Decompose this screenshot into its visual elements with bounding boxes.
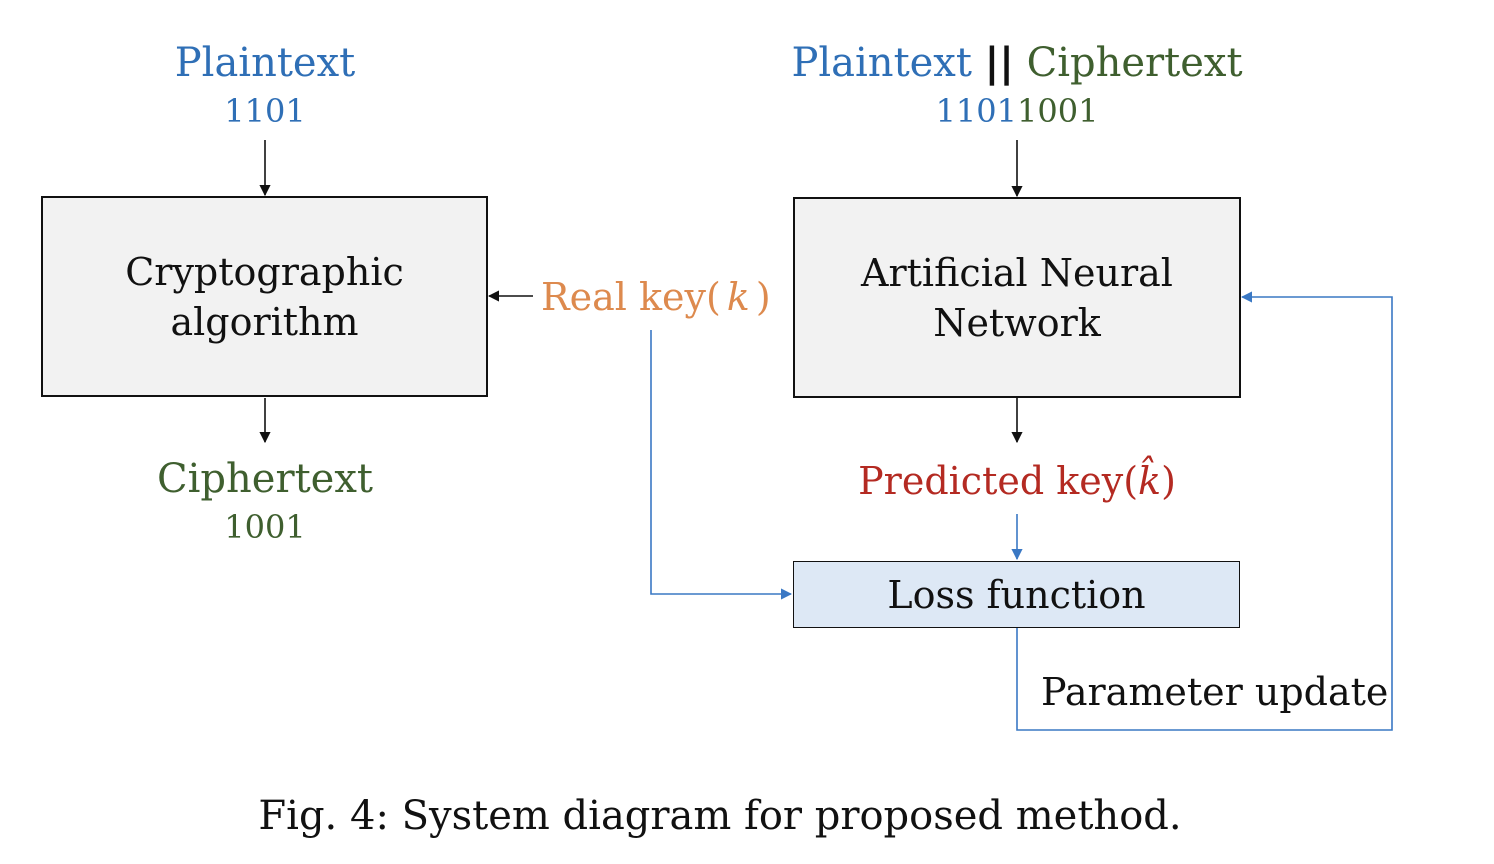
figure-caption: Fig. 4: System diagram for proposed meth… (258, 793, 1182, 839)
predicted-key-suffix: ) (1161, 459, 1176, 503)
real-key-symbol: k (726, 275, 750, 319)
arrow-real-key-to-loss (650, 330, 793, 600)
network-box-line1: Artificial Neural (861, 250, 1173, 295)
loss-function-box: Loss function (793, 561, 1240, 628)
plaintext-label: Plaintext (174, 40, 356, 86)
ciphertext-bits: 1001 (224, 508, 306, 546)
network-input-bits-plain: 1101 (935, 92, 1017, 130)
network-box-line2: Network (933, 300, 1101, 345)
predicted-key-symbol: k̂ (1138, 459, 1162, 503)
network-input-bits: 11011001 (936, 92, 1099, 130)
parameter-update-label: Parameter update (1041, 670, 1389, 714)
concat-operator: || (984, 40, 1014, 86)
algorithm-box-line2: algorithm (170, 299, 359, 344)
network-input-label: Plaintext || Ciphertext (791, 40, 1242, 86)
network-input-bits-cipher: 1001 (1017, 92, 1099, 130)
predicted-key-label: Predicted key(k̂) (858, 459, 1176, 503)
plaintext-bits: 1101 (224, 92, 306, 130)
network-input-plaintext: Plaintext (791, 40, 972, 86)
neural-network-box: Artificial Neural Network (793, 197, 1241, 398)
ciphertext-label: Ciphertext (157, 456, 373, 502)
real-key-suffix: ) (755, 275, 771, 319)
cryptographic-algorithm-box: Cryptographic algorithm (41, 196, 488, 397)
arrow-parameter-update (1016, 291, 1393, 731)
predicted-key-prefix: Predicted key( (858, 459, 1139, 503)
real-key-prefix: Real key( (541, 275, 721, 319)
real-key-label: Real key(k) (541, 275, 771, 319)
network-input-ciphertext: Ciphertext (1026, 40, 1243, 86)
loss-function-label: Loss function (887, 572, 1146, 617)
algorithm-box-line1: Cryptographic (125, 249, 404, 294)
